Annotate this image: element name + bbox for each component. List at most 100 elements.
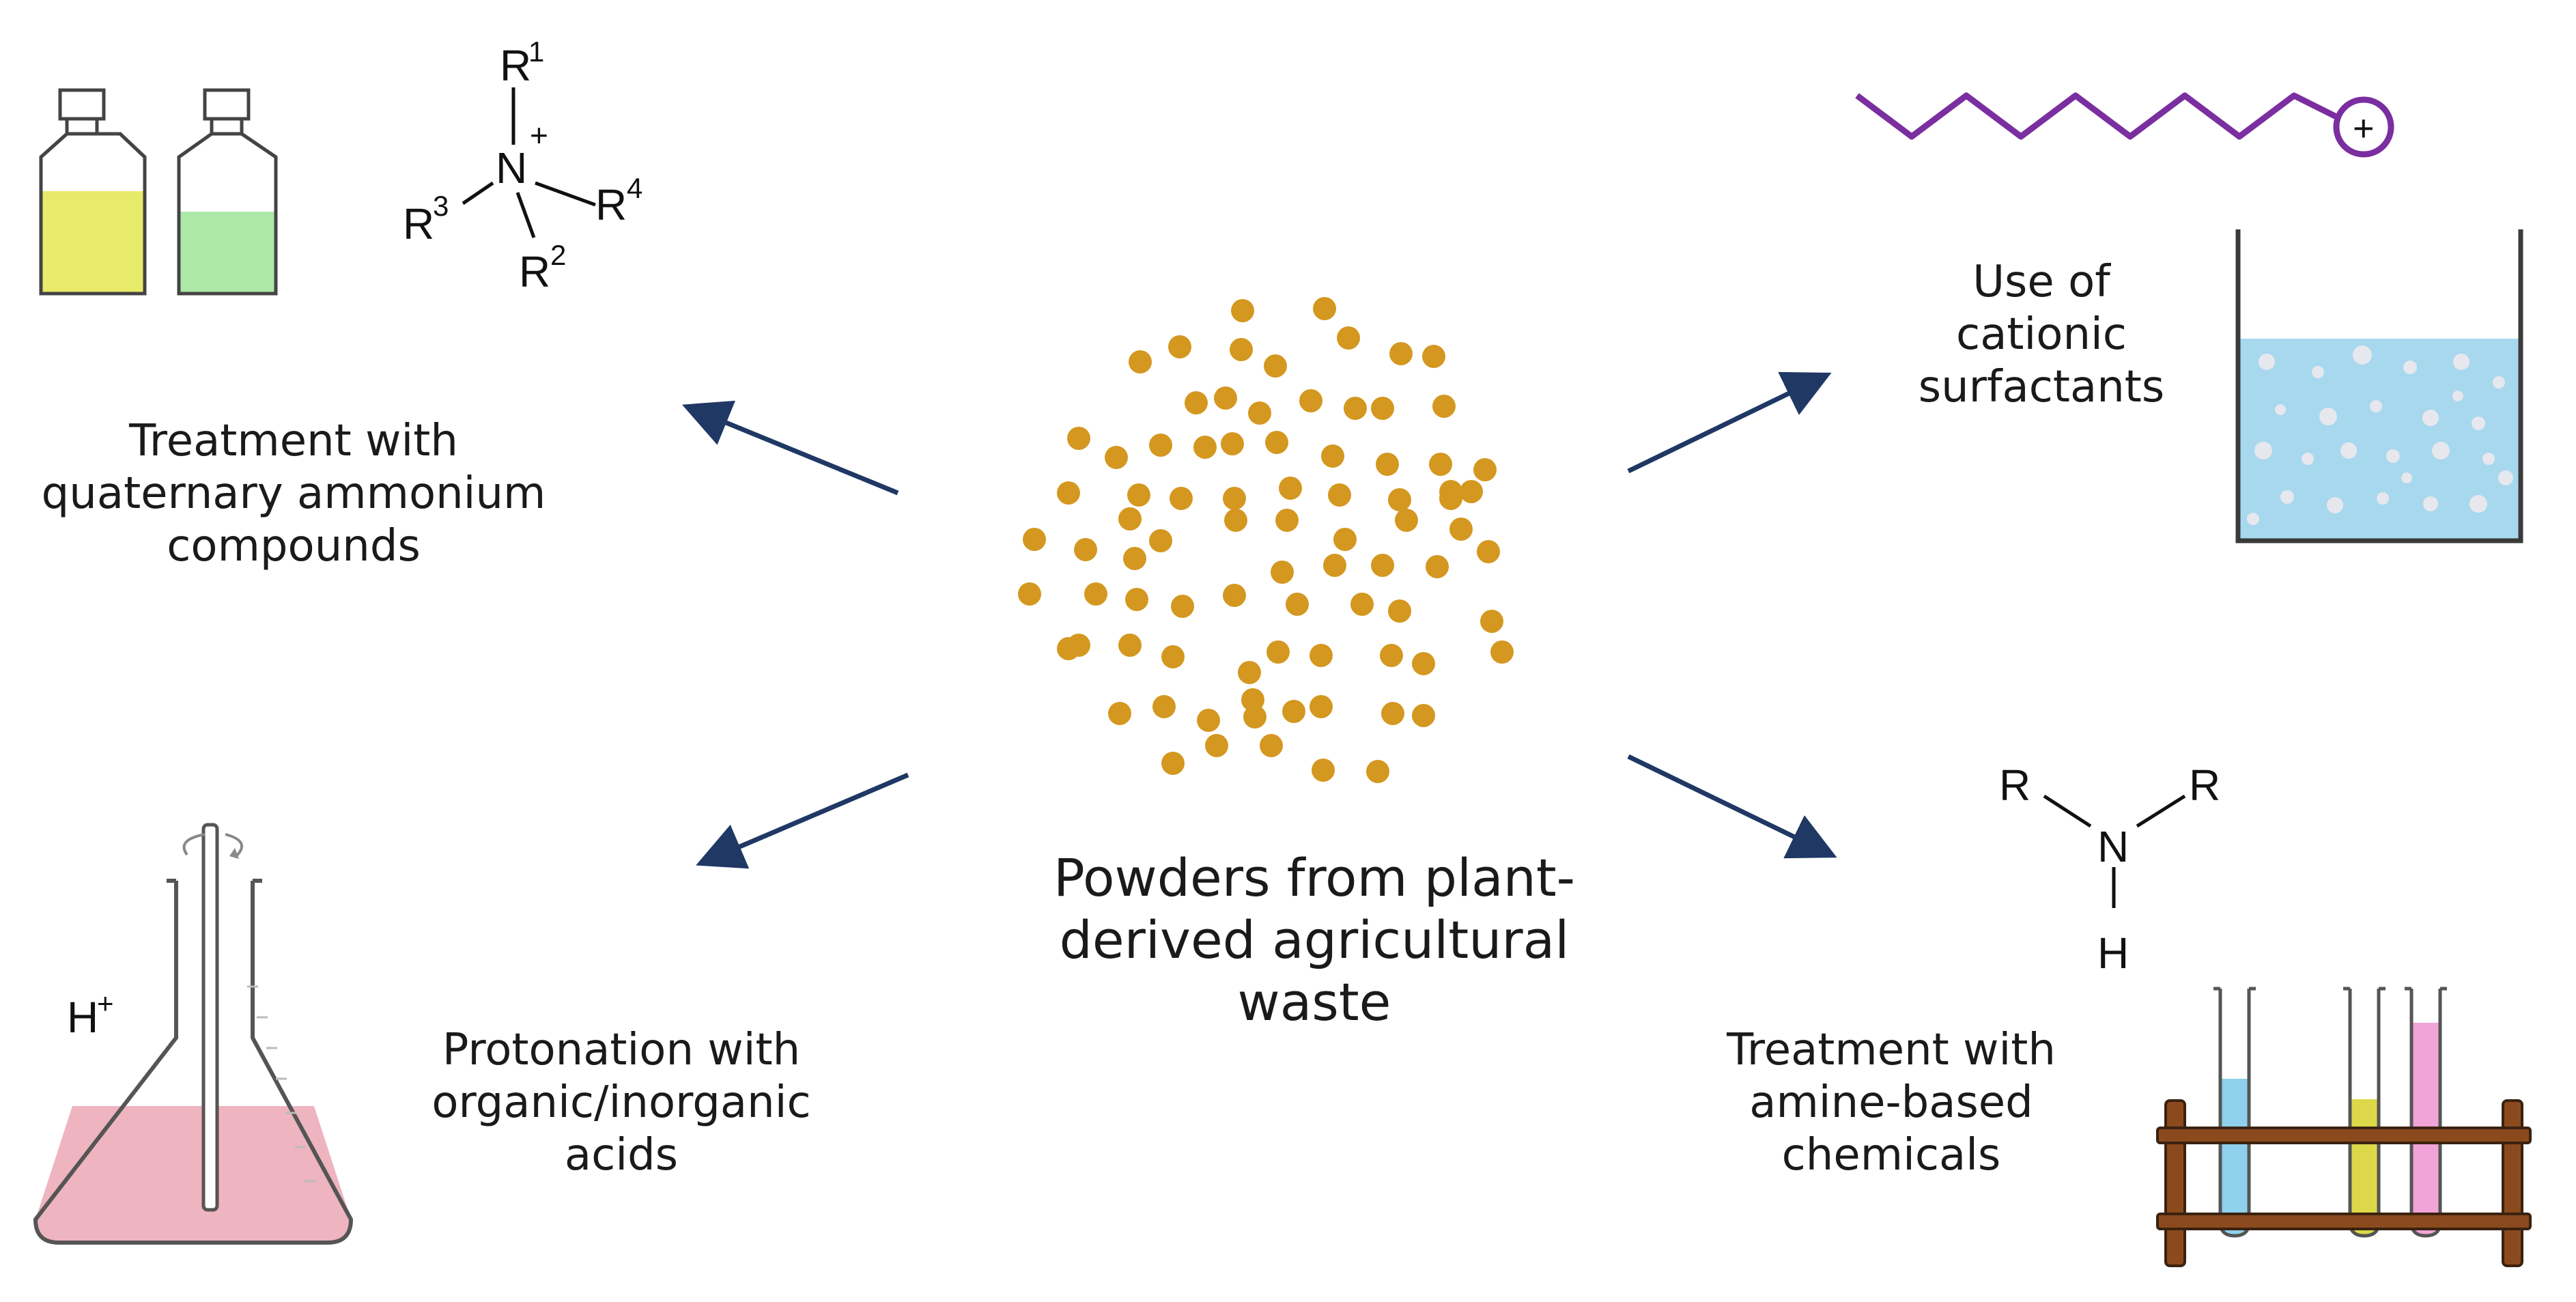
powder-particle: [1149, 434, 1172, 457]
bubble: [2254, 442, 2272, 459]
formula-r2-sup: 2: [550, 239, 566, 271]
powder-particle: [1389, 342, 1413, 365]
powder-particle: [1371, 554, 1394, 577]
formula-r1: R: [500, 41, 531, 90]
bubble: [2453, 354, 2469, 370]
test-tube-yellow: [2343, 987, 2386, 1238]
bottom-right-label-line-1: Treatment with: [1727, 1025, 2056, 1075]
powder-particle: [1271, 561, 1294, 584]
powder-particle: [1376, 453, 1399, 476]
amine-r-right: R: [2189, 761, 2220, 810]
powder-particle: [1168, 335, 1191, 358]
reagent-bottles: [39, 88, 278, 296]
formula-n: N: [496, 143, 527, 193]
arrow-to-bottom-right: [1627, 754, 1837, 859]
powder-particle: [1057, 637, 1080, 660]
surfactant-charge: +: [2353, 108, 2375, 149]
powder-particle: [1193, 436, 1217, 459]
powder-particle: [1490, 640, 1514, 664]
bubble: [2386, 449, 2400, 463]
bottom-right-label-line-3: chemicals: [1781, 1129, 2001, 1180]
arrow-to-top-left: [682, 400, 899, 496]
secondary-amine-formula: R R N H: [1999, 761, 2220, 978]
amine-n: N: [2097, 822, 2129, 871]
powder-particle: [1265, 431, 1288, 454]
powder-particle: [1205, 734, 1228, 757]
bubble: [2259, 354, 2275, 370]
powder-particle: [1460, 480, 1483, 503]
powder-particle: [1323, 554, 1346, 577]
powder-particle: [1426, 555, 1449, 578]
bubble: [2340, 442, 2357, 459]
powder-particle: [1214, 386, 1237, 410]
bubble: [2353, 345, 2372, 365]
arrow-to-bottom-left: [696, 772, 909, 869]
arrow-to-top-right: [1627, 371, 1832, 474]
powder-particle: [1241, 688, 1264, 711]
formula-r3-sup: 3: [433, 190, 449, 222]
rack-frame: [2156, 1099, 2532, 1267]
bubble: [2423, 496, 2438, 511]
center-label-line-3: waste: [1237, 972, 1391, 1033]
powder-particle: [1161, 752, 1185, 775]
bottom-left-label-line-3: acids: [564, 1129, 679, 1180]
flask-label-sup: +: [97, 987, 114, 1019]
bubble: [2482, 453, 2495, 465]
powder-particle: [1321, 444, 1344, 468]
powder-particle: [1312, 759, 1335, 782]
powder-particle: [1230, 338, 1253, 361]
powder-particle: [1171, 595, 1194, 618]
powder-particle: [1084, 582, 1107, 606]
powder-particle: [1197, 709, 1220, 732]
powder-particle: [1412, 704, 1435, 727]
powder-particle: [1170, 487, 1193, 510]
powder-particle: [1185, 391, 1208, 414]
powder-particle: [1275, 509, 1299, 532]
bubble: [2498, 470, 2513, 485]
bubble: [2469, 495, 2487, 513]
bubble: [2422, 410, 2439, 426]
surfactant-head: [2333, 96, 2394, 158]
bottle-yellow: [39, 88, 147, 296]
flask-graduations: [247, 985, 315, 1183]
powder-particle: [1282, 700, 1305, 723]
powder-particle: [1449, 518, 1473, 541]
powder-particle: [1105, 446, 1128, 469]
powder-particle: [1223, 487, 1246, 510]
bottom-left-label: Protonation with organic/inorganic acids: [389, 1024, 853, 1181]
formula-r3: R: [403, 199, 434, 249]
bubble: [2432, 442, 2450, 459]
powder-particle: [1337, 326, 1360, 350]
powder-particle: [1328, 483, 1351, 507]
bubble: [2401, 472, 2412, 483]
bubble: [2493, 376, 2505, 388]
top-left-label-line-1: Treatment with: [129, 416, 458, 466]
powder-particle: [1129, 350, 1152, 373]
powder-particle: [1221, 432, 1244, 455]
formula-plus: +: [530, 117, 548, 153]
bottom-left-label-line-1: Protonation with: [442, 1025, 801, 1075]
powder-particle: [1310, 695, 1333, 718]
stirring-rod: [201, 823, 219, 1212]
powder-particle: [1118, 507, 1142, 530]
powder-particle: [1067, 427, 1090, 450]
powder-particle: [1231, 299, 1254, 322]
bottle-green: [177, 88, 278, 296]
bubble: [2377, 492, 2389, 505]
powder-particle: [1224, 509, 1247, 532]
center-label-line-1: Powders from plant-: [1053, 847, 1576, 908]
powder-particle: [1299, 389, 1322, 412]
top-right-label-line-3: surfactants: [1918, 361, 2165, 412]
powder-particle: [1388, 599, 1411, 623]
bubble: [2280, 490, 2294, 504]
powder-particle: [1118, 634, 1142, 657]
powder-particles: [1018, 297, 1514, 783]
powder-particle: [1432, 395, 1456, 418]
powder-particle: [1266, 640, 1290, 664]
test-tube-blue: [2213, 987, 2256, 1238]
powder-particle: [1243, 705, 1266, 728]
powder-particle: [1381, 702, 1404, 725]
bubble: [2370, 400, 2382, 412]
